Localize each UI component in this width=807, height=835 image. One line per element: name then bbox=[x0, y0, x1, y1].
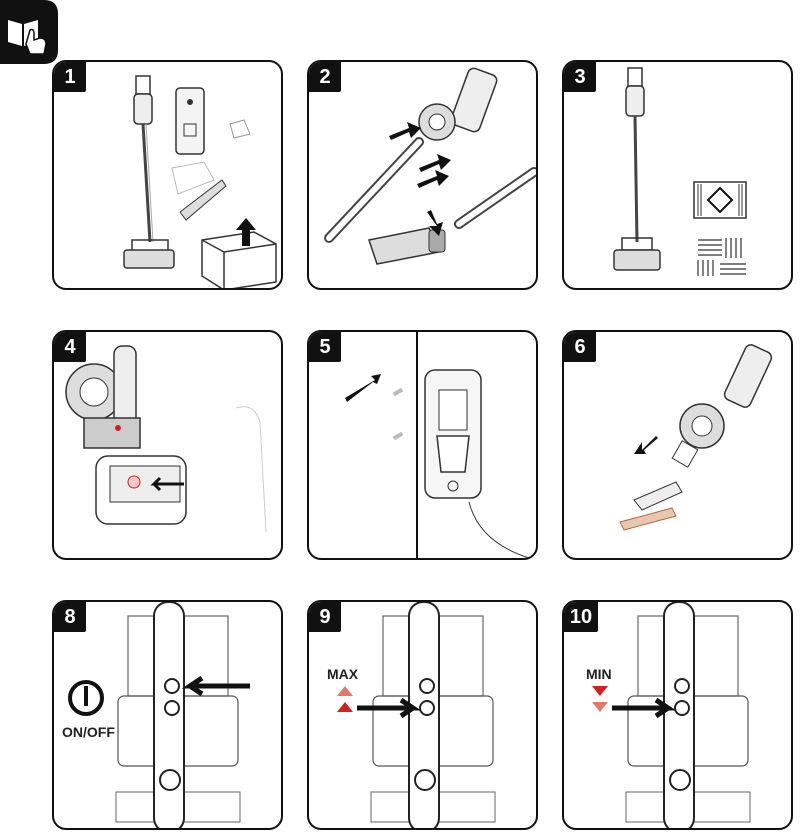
power-icon bbox=[68, 680, 104, 716]
step-9-illustration bbox=[337, 602, 496, 828]
down-arrow-dark-icon bbox=[592, 686, 608, 696]
step-8-illustration bbox=[68, 602, 250, 828]
step-1-illustration bbox=[123, 75, 277, 288]
step-10-panel: 10 MIN bbox=[562, 600, 793, 830]
step-number: 6 bbox=[564, 332, 596, 362]
step-1-panel: 1 bbox=[52, 60, 283, 290]
step-number: 1 bbox=[54, 62, 86, 92]
step-4-illustration bbox=[65, 345, 267, 533]
step-4-panel: 4 bbox=[52, 330, 283, 560]
step-9-panel: 9 MAX bbox=[307, 600, 538, 830]
step-10-illustration bbox=[592, 602, 751, 828]
hard-floor-icon bbox=[697, 238, 746, 276]
step-5-illustration bbox=[345, 332, 530, 558]
on-off-label: ON/OFF bbox=[62, 724, 115, 740]
carpet-icon bbox=[693, 181, 747, 219]
step-6-illustration bbox=[619, 344, 773, 531]
up-arrow-dark-icon bbox=[337, 702, 353, 712]
step-3-illustration bbox=[613, 67, 747, 276]
down-arrow-light-icon bbox=[592, 702, 608, 712]
step-number: 8 bbox=[54, 602, 86, 632]
step-2-panel: 2 bbox=[307, 60, 538, 290]
step-8-panel: 8 ON/OFF bbox=[52, 600, 283, 830]
step-number: 10 bbox=[564, 602, 598, 632]
manual-hand-icon bbox=[0, 0, 58, 64]
max-label: MAX bbox=[327, 666, 359, 682]
step-2-illustration bbox=[324, 67, 536, 265]
step-5-panel: 5 bbox=[307, 330, 538, 560]
step-3-panel: 3 bbox=[562, 60, 793, 290]
step-6-panel: 6 bbox=[562, 330, 793, 560]
step-number: 5 bbox=[309, 332, 341, 362]
step-number: 9 bbox=[309, 602, 341, 632]
up-arrow-light-icon bbox=[337, 686, 353, 696]
step-number: 4 bbox=[54, 332, 86, 362]
min-label: MIN bbox=[586, 666, 612, 682]
step-number: 2 bbox=[309, 62, 341, 92]
step-number: 3 bbox=[564, 62, 596, 92]
